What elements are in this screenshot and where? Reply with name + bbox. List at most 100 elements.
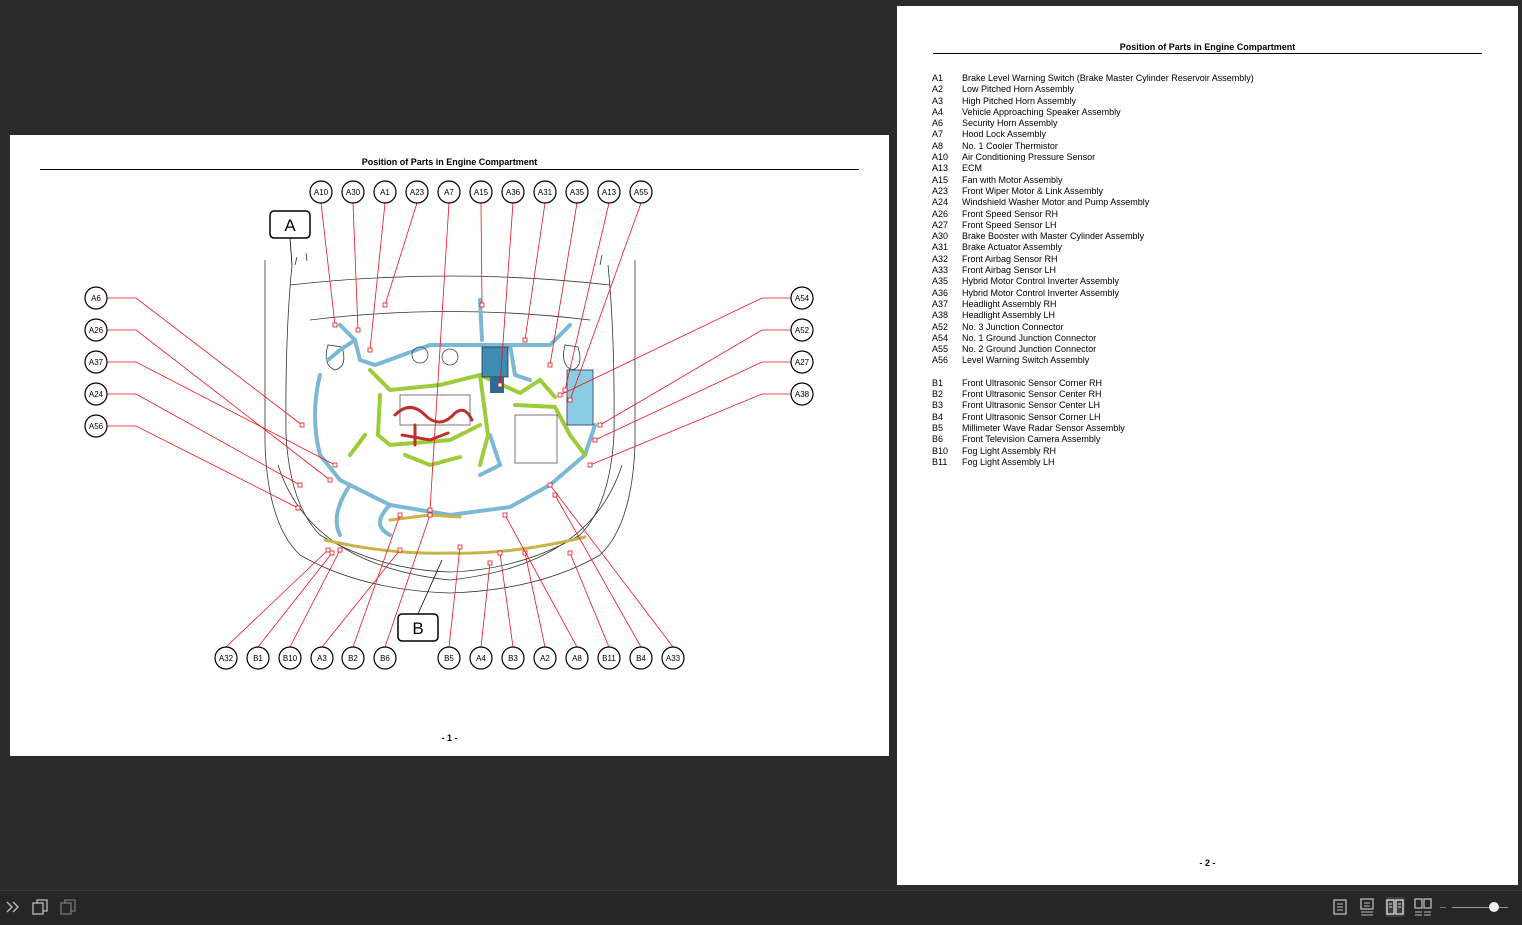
connector-marker [567, 397, 573, 403]
leader-a36 [499, 202, 514, 386]
part-code: A1 [932, 73, 944, 83]
connector-marker [562, 387, 568, 393]
callout-a1: A1 [373, 180, 397, 204]
part-code: B6 [932, 434, 944, 445]
callout-b2: B2 [341, 646, 365, 670]
callout-label: A35 [570, 188, 585, 197]
zoom-slider-knob[interactable] [1489, 902, 1499, 912]
callout-label: B5 [444, 654, 454, 663]
part-name: Windshield Washer Motor and Pump Assembl… [962, 197, 1150, 208]
callout-a7: A7 [437, 180, 461, 204]
leader-a23 [384, 202, 418, 306]
callout-label: A7 [444, 188, 454, 197]
callout-a27: A27 [790, 350, 814, 374]
part-code: A38 [932, 310, 949, 321]
part-name: Headlight Assembly RH [962, 298, 1057, 309]
leader-b10 [289, 549, 341, 648]
connector-marker [547, 362, 553, 368]
callout-label: A27 [795, 358, 810, 367]
leader-a32 [225, 549, 329, 648]
leader-a2 [524, 552, 546, 648]
section-label-a: A [269, 210, 311, 266]
copy-page-icon[interactable] [30, 897, 50, 917]
continuous-page-icon[interactable] [1357, 897, 1377, 917]
connector-marker [587, 462, 593, 468]
part-code: A8 [932, 140, 944, 151]
part-code: A10 [932, 152, 949, 163]
harness-red [393, 406, 474, 447]
callout-a52: A52 [790, 318, 814, 342]
single-page-icon[interactable] [1330, 897, 1350, 917]
callout-b6: B6 [373, 646, 397, 670]
part-name: Level Warning Switch Assembly [962, 355, 1090, 366]
callout-label: A37 [89, 358, 104, 367]
connector-marker [397, 547, 403, 553]
part-code: A32 [932, 253, 949, 264]
part-name: Vehicle Approaching Speaker Assembly [962, 106, 1121, 117]
callout-a26: A26 [84, 318, 108, 342]
part-name: High Pitched Horn Assembly [962, 95, 1077, 106]
leader-a6 [107, 297, 303, 426]
part-code: A13 [932, 163, 949, 174]
part-name: Front Airbag Sensor RH [962, 253, 1058, 264]
part-name: Low Pitched Horn Assembly [962, 84, 1075, 95]
callout-b1: B1 [246, 646, 270, 670]
callout-a8: A8 [565, 646, 589, 670]
connector-marker [497, 382, 503, 388]
connector-marker [325, 547, 331, 553]
connector-marker [457, 544, 463, 550]
part-row: A32 Front Airbag Sensor RH [932, 254, 1254, 265]
zoom-min-marker [1440, 907, 1446, 908]
two-page-continuous-icon[interactable] [1413, 897, 1433, 917]
callout-label: A31 [538, 188, 553, 197]
part-name: Front Ultrasonic Sensor Corner LH [962, 411, 1101, 422]
part-row: A56 Level Warning Switch Assembly [932, 355, 1254, 366]
callout-b3: B3 [501, 646, 525, 670]
leader-b4 [554, 494, 642, 648]
leader-a3 [321, 549, 401, 648]
callout-label: A32 [219, 654, 234, 663]
callout-a6: A6 [84, 286, 108, 310]
callout-label: A23 [410, 188, 425, 197]
callout-a54: A54 [790, 286, 814, 310]
part-name: No. 3 Junction Connector [962, 321, 1064, 332]
list-title-rule [933, 53, 1482, 54]
part-name: No. 1 Ground Junction Connector [962, 332, 1097, 343]
leader-a1 [369, 202, 386, 351]
callout-b5: B5 [437, 646, 461, 670]
callout-label: A6 [91, 294, 101, 303]
connector-marker [337, 547, 343, 553]
leader-b11 [569, 552, 610, 648]
harness-blue [313, 298, 597, 537]
callout-label: A10 [314, 188, 329, 197]
callout-a32: A32 [214, 646, 238, 670]
harness-yellow [323, 513, 587, 555]
callout-label: A26 [89, 326, 104, 335]
callout-label: B11 [602, 654, 616, 663]
two-page-icon[interactable] [1385, 897, 1405, 917]
part-name: Front Speed Sensor RH [962, 208, 1059, 219]
callout-label: B3 [508, 654, 518, 663]
callout-label: A38 [795, 390, 810, 399]
connector-marker [557, 392, 563, 398]
callout-label: A33 [666, 654, 681, 663]
harness-green [348, 368, 587, 468]
connector-marker [497, 550, 503, 556]
leader-a10 [320, 202, 336, 326]
expand-chevrons-icon[interactable] [3, 897, 23, 917]
part-code: A56 [932, 355, 949, 366]
section-label-b: B [397, 559, 443, 642]
zoom-slider-track[interactable] [1452, 907, 1508, 908]
part-name: Fog Light Assembly LH [962, 456, 1055, 467]
part-code: A24 [932, 197, 949, 208]
paste-page-icon[interactable] [58, 897, 78, 917]
